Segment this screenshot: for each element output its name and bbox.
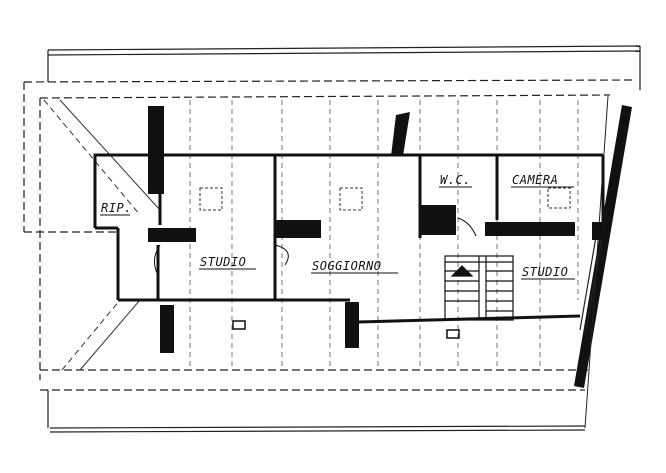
room-partitions xyxy=(93,153,605,324)
room-label-rip: RIP. xyxy=(101,201,132,215)
interior-walls xyxy=(148,106,604,353)
label-underlines xyxy=(100,186,575,280)
skylights xyxy=(199,187,571,211)
room-label-soggiorno: SOGGIORNO xyxy=(312,259,382,273)
roof-hip-lines xyxy=(43,99,161,371)
roof-outline xyxy=(23,45,641,433)
right-sloped-wall xyxy=(574,95,632,429)
staircase xyxy=(444,255,514,321)
room-label-camera: CAMERA xyxy=(512,173,558,187)
door-swings xyxy=(154,217,477,276)
room-label-studio-left: STUDIO xyxy=(200,255,246,269)
room-label-studio-right: STUDIO xyxy=(522,265,568,279)
room-label-wc: W.C. xyxy=(440,173,471,187)
